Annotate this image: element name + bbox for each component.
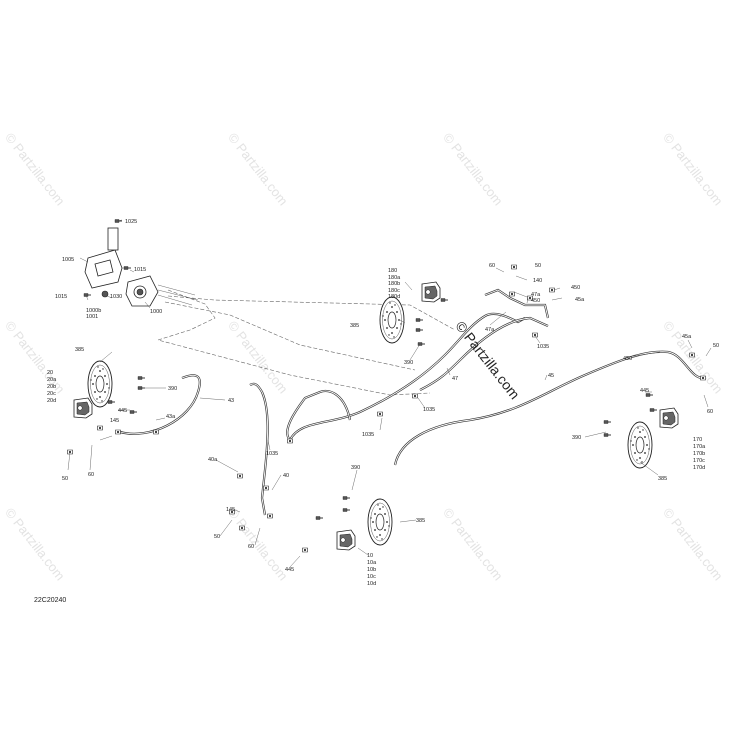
part-label: 47a [485,327,495,333]
part-label: 10a [367,560,377,566]
part-label: 1001 [86,314,98,320]
part-label: 20a [47,377,57,383]
part-label: 1035 [423,407,435,413]
brake-disc-rear-right [627,421,653,469]
part-label: 1035 [266,451,278,457]
part-label: 145 [110,418,119,424]
part-label: 60 [707,409,713,415]
part-label: 1035 [362,432,374,438]
part-label: 450 [623,356,632,362]
part-label: 20 [47,370,53,376]
part-label: 385 [658,476,667,482]
part-label: 47a [531,292,541,298]
part-label: 50 [214,534,220,540]
part-label: 180c [388,288,400,294]
brake-caliper-rear-left [336,529,356,551]
brake-line-rear-left [286,389,352,441]
part-label: 390 [351,465,360,471]
part-label: 20b [47,384,56,390]
brake-caliper-front-right [421,281,441,303]
part-label: 385 [416,518,425,524]
part-label: 145 [226,507,235,513]
part-label: 180a [388,275,401,281]
part-label: 180b [388,281,400,287]
part-label: 170c [693,458,705,464]
abs-reference-line [167,295,456,331]
part-label: 170d [693,465,705,471]
brake-disc-front-right [379,296,405,344]
leader-line [67,219,712,568]
part-label: 10b [367,567,376,573]
part-label: 1000b [86,308,101,314]
part-label: 43a [166,414,176,420]
part-label: 385 [350,323,359,329]
part-label: 450 [531,298,540,304]
part-label: 445 [118,408,127,414]
part-label: 390 [572,435,581,441]
part-label: 60 [248,544,254,550]
brake-line-47 [289,312,526,441]
abs-reference-line [164,301,416,371]
part-label: 45a [575,297,585,303]
part-label: 43 [228,398,234,404]
part-label: 170 [693,437,702,443]
part-label: 45a [682,334,692,340]
part-label: 1005 [62,257,74,263]
part-label: 1015 [55,294,67,300]
part-label: 60 [88,472,94,478]
part-label: 170a [693,444,706,450]
part-label: 170b [693,451,705,457]
part-label: 445 [285,567,294,573]
part-label: 50 [535,263,541,269]
part-label: 50 [62,476,68,482]
part-label: 390 [404,360,413,366]
brake-line-45 [393,350,706,466]
brake-line-upper [419,316,549,391]
part-label: 40 [283,473,289,479]
diagram-code: 22C20240 [34,597,67,604]
brake-caliper-front-left [73,397,93,419]
brake-line-47a [484,288,550,319]
part-label: 1035 [537,344,549,350]
part-label: 450 [571,285,580,291]
part-label: 1030 [110,294,122,300]
part-labels: 1025 1005 1015 1015 1030 1000b 1001 1000… [47,219,719,587]
part-label: 60 [489,263,495,269]
part-label: 390 [168,386,177,392]
part-label: 20c [47,391,56,397]
part-label: 10 [367,553,373,559]
part-label: 20d [47,398,56,404]
part-label: 180 [388,268,397,274]
brake-disc-front-left [87,360,113,408]
part-label: 47 [452,376,458,382]
part-label: 385 [75,347,84,353]
part-label: 1025 [125,219,137,225]
abs-reference-line [156,289,431,396]
brake-line-43 [119,374,201,435]
part-label: 45 [548,373,554,379]
part-label: 40a [208,457,218,463]
brake-caliper-rear-right [659,407,679,429]
abs-module [84,227,199,307]
part-label: 10c [367,574,376,580]
part-label: 1015 [134,267,146,273]
part-label: 445 [640,388,649,394]
part-label: 180d [388,294,400,300]
brake-line-40 [249,382,269,516]
part-label: 50 [713,343,719,349]
part-label: 10d [367,581,376,587]
part-label: 140 [533,278,542,284]
part-label: 1000 [150,309,162,315]
brake-disc-rear-left [367,498,393,546]
